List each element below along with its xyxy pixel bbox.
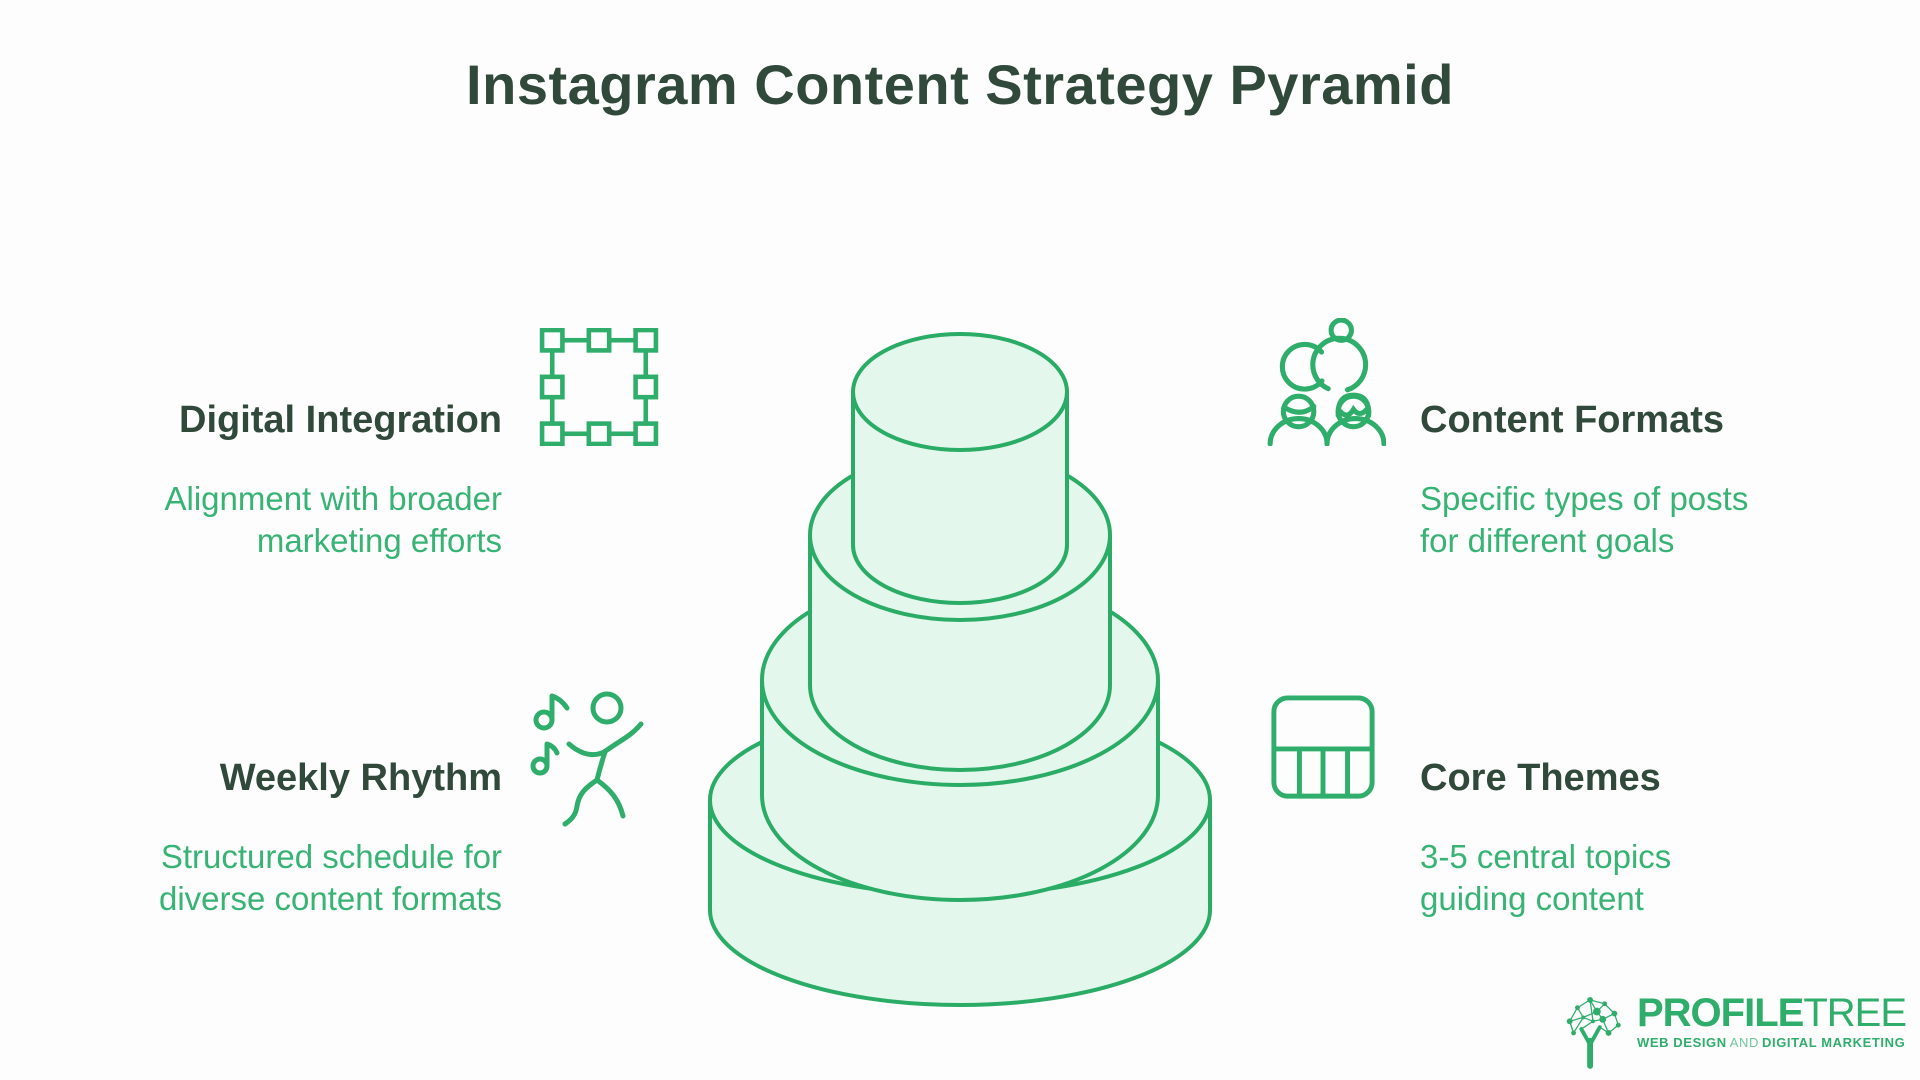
audience-people-icon [1264,317,1387,451]
section-heading: Content Formats [1420,399,1724,441]
dancing-person-music-icon [527,688,662,833]
description-line: 3-5 central topics [1420,838,1672,875]
artboard-nodes-icon [538,327,660,451]
description-line: for different goals [1420,522,1675,559]
logo-wordmark: PROFILETREE [1636,991,1907,1035]
content-grid-icon [1268,692,1378,807]
description-line: Specific types of posts [1420,480,1749,517]
description-line: Alignment with broader [164,480,502,517]
tagline-and: AND [1729,1035,1760,1050]
logo-wordmark-bold: PROFILE [1636,991,1804,1035]
description-line: guiding content [1420,880,1644,917]
section-heading: Weekly Rhythm [219,757,502,799]
network-tree-icon [1566,996,1621,1069]
section-description: Alignment with broader marketing efforts [0,478,502,562]
description-line: diverse content formats [159,880,502,917]
section-digital-integration: Digital Integration Alignment with broad… [0,398,502,562]
description-line: Structured schedule for [160,838,502,875]
section-description: 3-5 central topics guiding content [1420,836,1920,920]
section-heading: Digital Integration [179,399,502,441]
page-title: Instagram Content Strategy Pyramid [466,53,1454,116]
pyramid-tier-1 [851,332,1069,605]
pyramid-tier-3-rim [760,679,1160,787]
section-core-themes: Core Themes 3-5 central topics guiding c… [1420,756,1920,920]
pyramid-illustration [708,332,1212,1007]
pyramid-tier-1-rim [851,391,1069,452]
section-content-formats: Content Formats Specific types of posts … [1420,398,1920,562]
section-description: Structured schedule for diverse content … [0,836,502,920]
pyramid-tier-2-rim [808,534,1112,622]
description-line: marketing efforts [256,522,502,559]
tagline-web-design: WEB DESIGN [1636,1035,1727,1050]
section-weekly-rhythm: Weekly Rhythm Structured schedule for di… [0,756,502,920]
section-heading: Core Themes [1420,757,1661,799]
logo-wordmark-light: TREE [1803,991,1907,1035]
section-description: Specific types of posts for different go… [1420,478,1920,562]
strategy-pyramid [700,330,1220,1015]
tagline-digital-marketing: DIGITAL MARKETING [1762,1035,1906,1050]
